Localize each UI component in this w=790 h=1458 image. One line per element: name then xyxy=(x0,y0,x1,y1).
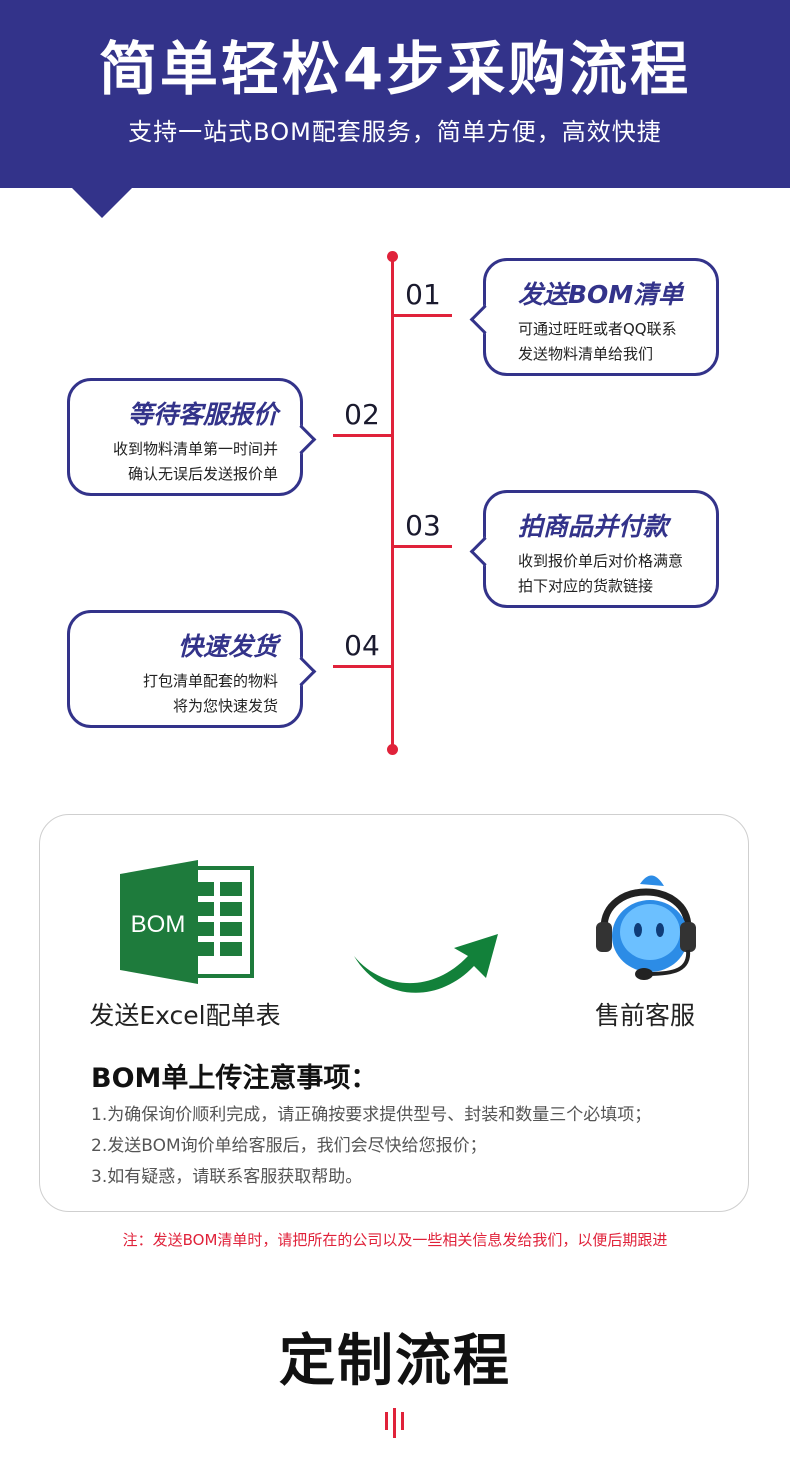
page-subtitle: 支持一站式BOM配套服务，简单方便，高效快捷 xyxy=(128,118,662,146)
step-3-branch xyxy=(394,545,452,548)
footnote: 注：发送BOM清单时，请把所在的公司以及一些相关信息发给我们，以便后期跟进 xyxy=(122,1231,668,1249)
step-3-bubble: 拍商品并付款 收到报价单后对价格满意 拍下对应的货款链接 xyxy=(469,490,719,608)
banner-pointer xyxy=(72,188,132,218)
decorative-bars-icon xyxy=(385,1408,404,1438)
step-3-description: 收到报价单后对价格满意 拍下对应的货款链接 xyxy=(518,549,683,599)
step-3-desc-line-1: 收到报价单后对价格满意 xyxy=(518,552,684,570)
curved-arrow-icon xyxy=(354,934,498,993)
section-title: 定制流程 xyxy=(279,1329,511,1394)
bubble-tail xyxy=(469,304,500,335)
header-banner: 简单轻松4步采购流程 支持一站式BOM配套服务，简单方便，高效快捷 xyxy=(0,0,790,188)
step-3-number: 03 xyxy=(405,509,441,542)
timeline-start-dot xyxy=(387,251,398,262)
step-4-title: 快速发货 xyxy=(177,632,278,661)
note-item: 2.发送BOM询价单给客服后，我们会尽快给您报价； xyxy=(91,1136,487,1156)
step-3-title: 拍商品并付款 xyxy=(518,512,669,541)
step-2-desc-line-2: 确认无误后发送报价单 xyxy=(127,465,278,483)
customer-service-headset-icon xyxy=(596,875,696,980)
step-2-bubble: 等待客服报价 收到物料清单第一时间并 确认无误后发送报价单 xyxy=(67,378,317,496)
send-excel-label: 发送Excel配单表 xyxy=(89,1001,281,1030)
step-2-branch xyxy=(333,434,391,437)
page-title: 简单轻松4步采购流程 xyxy=(98,35,692,103)
step-4-description: 打包清单配套的物料 将为您快速发货 xyxy=(143,669,278,719)
notes-title: BOM单上传注意事项： xyxy=(91,1063,378,1094)
step-2-title: 等待客服报价 xyxy=(127,400,278,429)
step-4-desc-line-1: 打包清单配套的物料 xyxy=(142,672,278,690)
step-1-title: 发送BOM清单 xyxy=(518,280,684,309)
timeline-line xyxy=(391,256,394,750)
excel-file-icon: BOM xyxy=(120,860,254,984)
step-1-bubble: 发送BOM清单 可通过旺旺或者QQ联系 发送物料清单给我们 xyxy=(469,258,719,376)
step-2-number: 02 xyxy=(344,398,380,431)
step-1-number: 01 xyxy=(405,278,441,311)
notes-list: 1.为确保询价顺利完成，请正确按要求提供型号、封装和数量三个必填项； 2.发送B… xyxy=(91,1100,651,1193)
presales-support-label: 售前客服 xyxy=(594,1001,695,1030)
step-4-desc-line-2: 将为您快速发货 xyxy=(172,697,278,715)
step-2-description: 收到物料清单第一时间并 确认无误后发送报价单 xyxy=(113,437,278,487)
step-2-desc-line-1: 收到物料清单第一时间并 xyxy=(112,440,278,458)
step-4-number: 04 xyxy=(344,629,380,662)
step-1-branch xyxy=(394,314,452,317)
step-1-description: 可通过旺旺或者QQ联系 发送物料清单给我们 xyxy=(518,317,677,367)
timeline-end-dot xyxy=(387,744,398,755)
bubble-tail xyxy=(469,536,500,567)
step-1-desc-line-1: 可通过旺旺或者QQ联系 xyxy=(518,320,677,338)
bubble-tail xyxy=(286,656,317,687)
note-item: 3.如有疑惑，请联系客服获取帮助。 xyxy=(91,1167,363,1187)
bubble-tail xyxy=(286,424,317,455)
note-item: 1.为确保询价顺利完成，请正确按要求提供型号、封装和数量三个必填项； xyxy=(91,1105,652,1125)
step-4-branch xyxy=(333,665,391,668)
excel-icon-text: BOM xyxy=(131,911,186,938)
step-1-desc-line-2: 发送物料清单给我们 xyxy=(518,345,654,363)
step-4-bubble: 快速发货 打包清单配套的物料 将为您快速发货 xyxy=(67,610,317,728)
step-3-desc-line-2: 拍下对应的货款链接 xyxy=(518,577,654,595)
